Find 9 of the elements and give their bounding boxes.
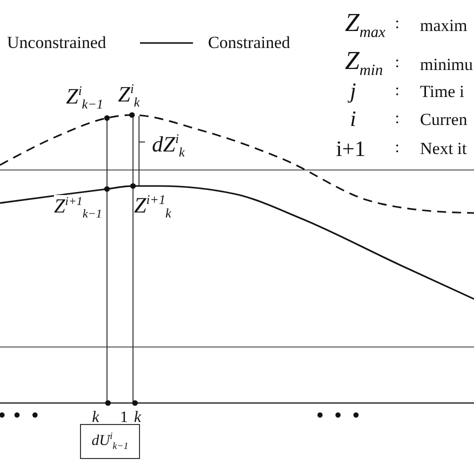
definition-text: maxim xyxy=(420,17,468,34)
definition-text: minimu xyxy=(420,56,473,73)
legend-label: Unconstrained xyxy=(7,34,106,51)
math-symbol: j xyxy=(350,80,356,102)
variable-box xyxy=(80,424,140,459)
legend-label: Constrained xyxy=(208,34,290,51)
definition-text: Next it xyxy=(420,140,467,157)
definition-text: Time i xyxy=(420,83,464,100)
definition-text: Curren xyxy=(420,111,468,128)
